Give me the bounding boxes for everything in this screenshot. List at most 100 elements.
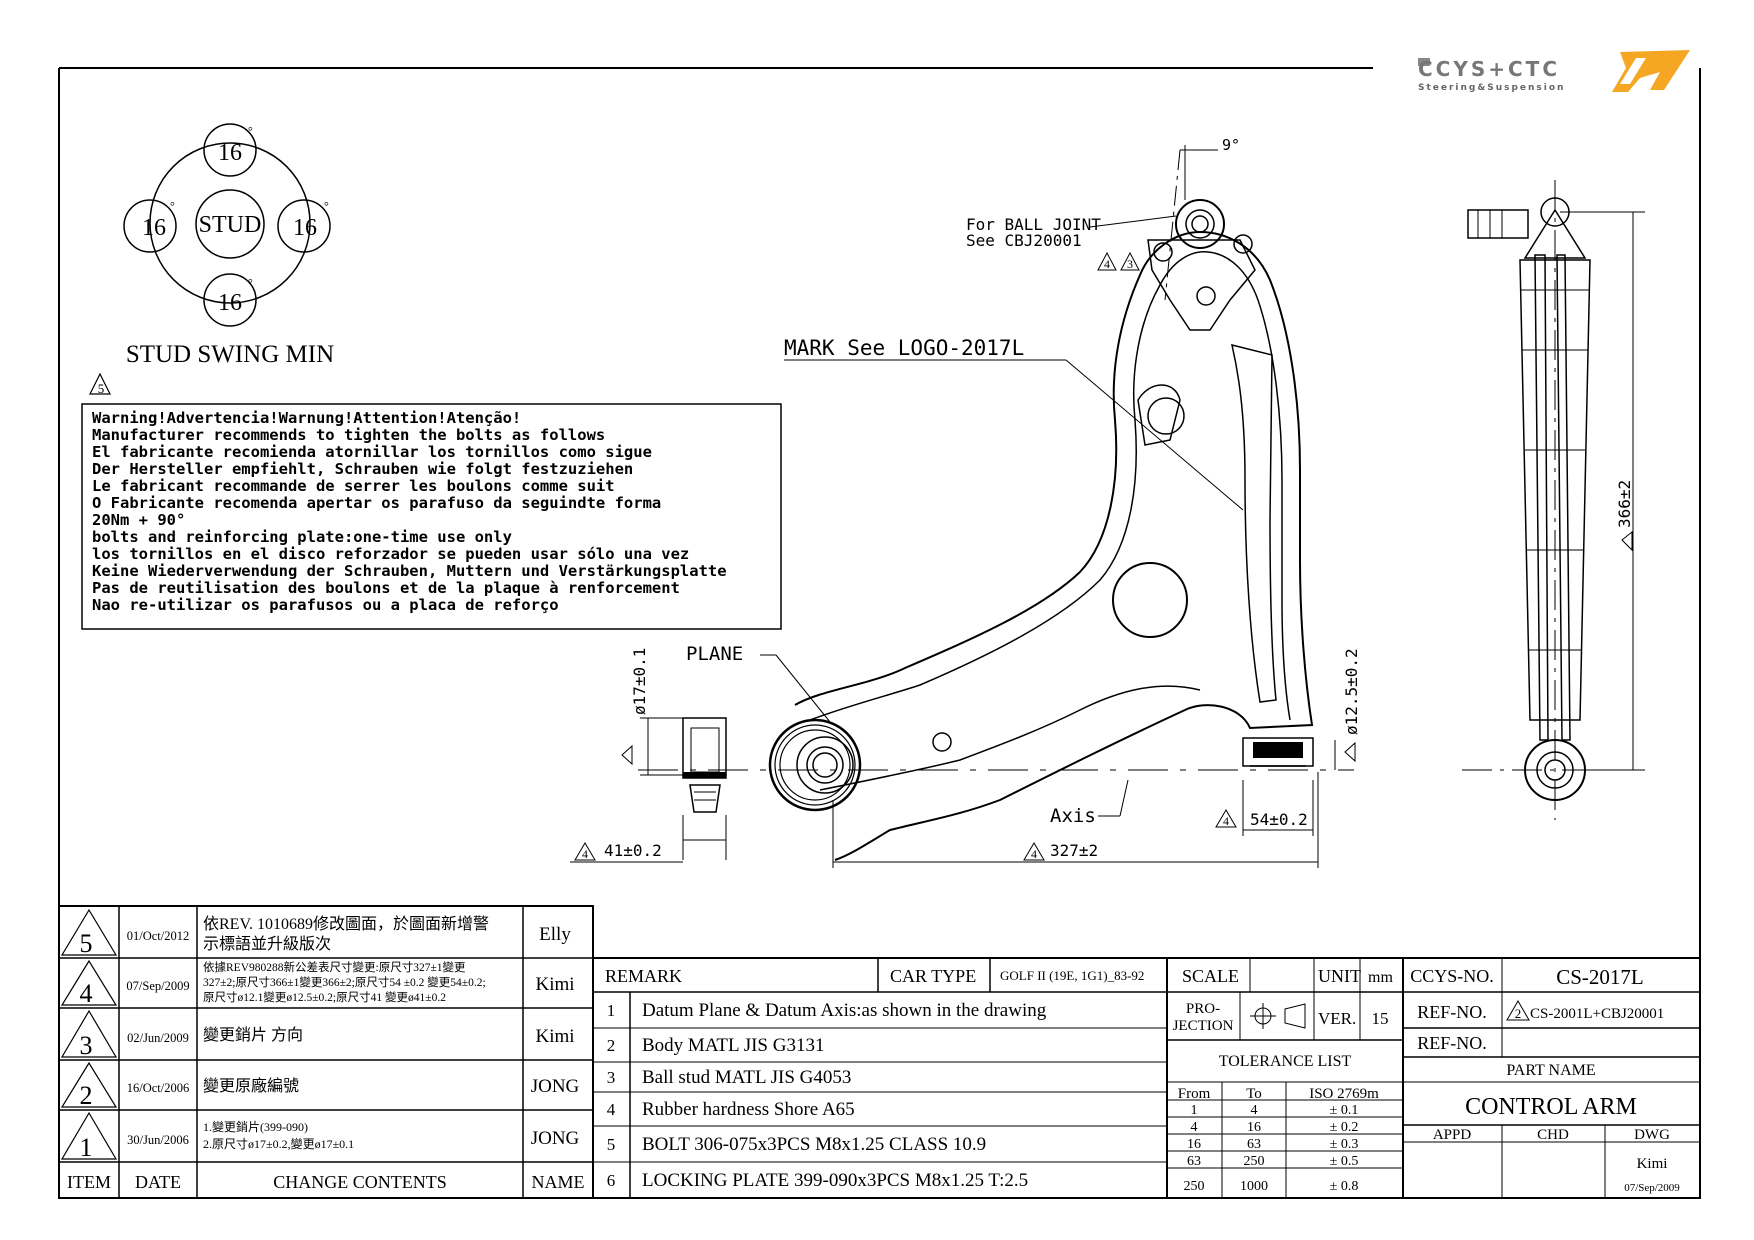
ref1-value: CS-2001L+CBJ20001 (1530, 1006, 1664, 1022)
svg-text:16: 16 (1187, 1137, 1201, 1152)
svg-text:3: 3 (607, 1068, 616, 1087)
svg-text:Le fabricant recommande de ser: Le fabricant recommande de serrer les bo… (92, 477, 615, 495)
rev-header-contents: CHANGE CONTENTS (273, 1172, 447, 1192)
dim-327: 327±2 (1050, 841, 1098, 860)
remark-6: LOCKING PLATE 399-090x3PCS M8x1.25 T:2.5 (642, 1170, 1028, 1191)
svg-text:Kimi: Kimi (535, 974, 574, 995)
svg-text:4: 4 (1191, 1120, 1198, 1135)
svg-text:°: ° (170, 199, 175, 213)
dwg-name: Kimi (1637, 1156, 1668, 1172)
svg-text:01/Oct/2012: 01/Oct/2012 (127, 929, 190, 943)
svg-text:4: 4 (1031, 847, 1037, 861)
dwg-date: 07/Sep/2009 (1624, 1182, 1680, 1194)
remark-1: Datum Plane & Datum Axis:as shown in the… (642, 1000, 1047, 1021)
car-type-value: GOLF II (19E, 1G1)_83-92 (1000, 968, 1144, 983)
stud-angle-right: 16 (293, 215, 317, 241)
revision-triangle-icon (89, 372, 111, 395)
dim-366: 366±2 (1615, 480, 1634, 528)
scale-tolerance-block: SCALE UNIT mm PRO- JECTION VER. 15 TOLER… (1166, 957, 1404, 1199)
svg-text:250: 250 (1184, 1179, 1205, 1194)
dim-41: 41±0.2 (604, 841, 662, 860)
title-block: CCYS-NO. CS-2017L REF-NO. 2 CS-2001L+CBJ… (1402, 957, 1701, 1199)
chd-label: CHD (1537, 1127, 1569, 1143)
svg-text:JECTION: JECTION (1173, 1018, 1234, 1034)
svg-text:變更原廠編號: 變更原廠編號 (203, 1076, 299, 1095)
projection-symbol-icon (1250, 1003, 1306, 1029)
tolerance-title: TOLERANCE LIST (1219, 1053, 1352, 1070)
svg-text:2: 2 (607, 1036, 616, 1055)
control-arm-plan-view (638, 149, 1354, 861)
remark-4: Rubber hardness Shore A65 (642, 1099, 855, 1120)
svg-text:1: 1 (1191, 1103, 1198, 1118)
svg-text:Nao re-utilizar os parafusos o: Nao re-utilizar os parafusos ou a placa … (92, 596, 559, 614)
svg-text:63: 63 (1247, 1137, 1261, 1152)
svg-text:07/Sep/2009: 07/Sep/2009 (126, 979, 189, 993)
svg-text:JONG: JONG (531, 1076, 580, 1097)
svg-text:°: ° (324, 199, 329, 213)
svg-text:4: 4 (582, 847, 588, 861)
rev-item-3: 3 (80, 1031, 93, 1060)
rev-item-1: 1 (80, 1133, 93, 1162)
svg-text:Kimi: Kimi (535, 1026, 574, 1047)
svg-text:1000: 1000 (1240, 1179, 1268, 1194)
svg-text:PRO-: PRO- (1186, 1001, 1220, 1017)
svg-text:2.原尺寸ø17±0.2,變更ø17±0.1: 2.原尺寸ø17±0.2,變更ø17±0.1 (203, 1136, 354, 1151)
ccys-label: CCYS-NO. (1410, 966, 1494, 986)
svg-text:4: 4 (1104, 257, 1110, 271)
ver-value: 15 (1372, 1009, 1389, 1028)
dimensions: ø17±0.1 4 41±0.2 4 327±2 4 54±0.2 ø12.5±… (570, 211, 1645, 868)
svg-text:Elly: Elly (539, 924, 571, 945)
svg-text:± 0.2: ± 0.2 (1330, 1120, 1359, 1135)
svg-text:O Fabricante recomenda apertar: O Fabricante recomenda apertar os parafu… (92, 494, 661, 512)
stud-angle-left: 16 (142, 215, 166, 241)
dwg-label: DWG (1634, 1127, 1670, 1143)
svg-text:± 0.1: ± 0.1 (1330, 1103, 1359, 1118)
svg-text:ISO 2769m: ISO 2769m (1309, 1086, 1379, 1102)
control-arm-side-view (1462, 180, 1645, 820)
ref2-label: REF-NO. (1417, 1033, 1487, 1053)
svg-text:Warning!Advertencia!Warnung!At: Warning!Advertencia!Warnung!Attention!At… (92, 409, 521, 427)
company-logo: CCYS+CTC Steering&Suspension (1418, 50, 1690, 93)
stud-label: STUD (199, 212, 262, 238)
rev-header-name: NAME (532, 1172, 585, 1192)
svg-text:Pas de reutilisation des boulo: Pas de reutilisation des boulons et de l… (92, 579, 680, 597)
plane-label: PLANE (686, 643, 743, 665)
mark-note: MARK See LOGO-2017L (784, 336, 1024, 360)
svg-text:± 0.5: ± 0.5 (1330, 1154, 1359, 1169)
svg-text:30/Jun/2006: 30/Jun/2006 (127, 1133, 189, 1147)
svg-text:4: 4 (1223, 814, 1229, 828)
svg-text:JONG: JONG (531, 1128, 580, 1149)
logo-brand: CCYS+CTC (1418, 57, 1560, 81)
ref1-label: REF-NO. (1417, 1002, 1487, 1022)
svg-text:原尺寸ø12.1變更ø12.5±0.2;原尺寸41 變更ø4: 原尺寸ø12.1變更ø12.5±0.2;原尺寸41 變更ø41±0.2 (203, 990, 446, 1004)
rev-item-2: 2 (80, 1081, 93, 1110)
svg-text:1: 1 (607, 1001, 616, 1020)
stud-angle-bottom: 16 (218, 290, 242, 316)
part-name-value: CONTROL ARM (1465, 1094, 1637, 1120)
car-type-label: CAR TYPE (890, 966, 976, 986)
ball-joint-note-1: For BALL JOINT (966, 215, 1101, 234)
logo-emblem-icon (1612, 50, 1690, 92)
part-name-label: PART NAME (1506, 1062, 1595, 1079)
svg-text:250: 250 (1244, 1154, 1265, 1169)
ccys-value: CS-2017L (1556, 965, 1644, 989)
remark-table: REMARK CAR TYPE GOLF II (19E, 1G1)_83-92… (592, 957, 1168, 1199)
remark-2: Body MATL JIS G3131 (642, 1035, 824, 1056)
svg-text:5: 5 (607, 1135, 616, 1154)
svg-text:bolts and reinforcing plate:on: bolts and reinforcing plate:one-time use… (92, 528, 512, 546)
svg-text:依REV. 1010689修改圖面，於圖面新增警: 依REV. 1010689修改圖面，於圖面新增警 (203, 915, 489, 933)
svg-text:Manufacturer recommends to tig: Manufacturer recommends to tighten the b… (92, 426, 605, 444)
appd-label: APPD (1433, 1127, 1472, 1143)
svg-text:1.變更銷片(399-090): 1.變更銷片(399-090) (203, 1119, 308, 1134)
stud-swing-diagram: 16 16 16 16 ° ° ° ° STUD STUD SWING MIN (123, 123, 334, 368)
unit-label: UNIT (1318, 966, 1361, 986)
annotations: For BALL JOINT See CBJ20001 4 3 9° MARK … (686, 136, 1244, 827)
logo-tagline: Steering&Suspension (1418, 83, 1565, 93)
svg-text:6: 6 (607, 1171, 616, 1190)
rev-item-5: 5 (80, 929, 93, 958)
unit-value: mm (1368, 969, 1393, 986)
bushing-section-view (682, 717, 727, 813)
warning-text: Warning!Advertencia!Warnung!Attention!At… (92, 409, 727, 614)
warning-box: 5 Warning!Advertencia!Warnung!Attention!… (81, 372, 782, 630)
